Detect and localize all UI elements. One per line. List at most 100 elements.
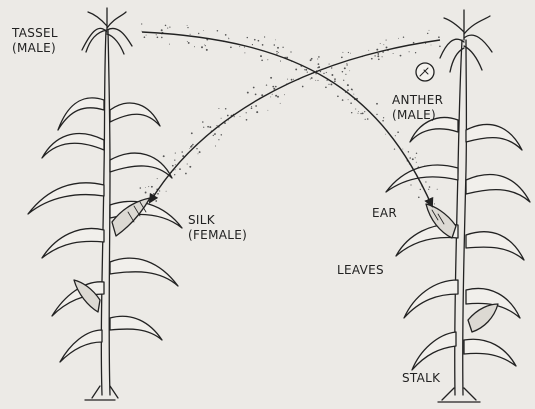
pollen-grain [344,67,346,69]
pollen-grain [330,83,332,85]
pollen-grain [199,151,201,153]
pollen-grain [272,86,274,88]
label-silk-line1: SILK [188,213,247,228]
pollen-grain [395,135,396,136]
pollen-grain [311,77,313,79]
pollen-grain [305,69,307,71]
pollen-grain [416,162,417,163]
pollen-grain [202,121,204,123]
pollen-grain [353,94,354,95]
pollen-grain [189,166,191,168]
pollen-grain [350,102,352,104]
pollen-grain [287,79,288,80]
pollen-grain [187,27,188,28]
pollen-grain [276,51,277,52]
pollen-grain [351,112,352,113]
pollen-grain [428,189,429,190]
pollen-grain [355,108,356,109]
pollen-grain [358,113,359,114]
pollen-grain [376,114,377,115]
label-silk: SILK (FEMALE) [188,213,247,243]
pollen-grain [206,49,208,51]
pollen-grain [326,80,327,81]
pollen-grain [400,55,402,57]
right-corn-plant [386,10,530,402]
pollen-grain [293,79,294,80]
label-anther-line1: ANTHER [392,93,443,108]
pollen-grain [402,149,403,150]
pollen-grain [413,42,415,44]
pollen-grain [161,37,163,39]
label-leaves: LEAVES [337,263,384,278]
pollen-grain [156,34,157,35]
pollen-grain [326,72,327,73]
pollen-grain [218,108,219,109]
pollen-grain [218,139,219,140]
pollen-grain [187,41,188,42]
pollen-grain [204,44,205,45]
pollen-grain [258,40,260,42]
pollen-grain [380,43,381,44]
pollen-grain [334,78,336,80]
pollen-grain [367,118,369,120]
pollen-grain [337,95,339,97]
pollen-grain [246,119,248,121]
pollen-grain [145,187,146,188]
pollen-grain [174,159,175,160]
pollen-grain [318,63,320,65]
pollen-grain [174,174,175,175]
pollen-grain [358,111,359,112]
label-stalk: STALK [402,371,440,386]
pollen-grain [141,31,142,32]
pollen-grain [181,151,183,153]
pollen-grain [165,25,167,27]
label-ear: EAR [372,206,397,221]
pollen-grain [270,96,271,97]
pollen-grain [215,145,216,146]
pollen-grain [275,39,276,40]
pollen-grain [360,113,361,114]
pollen-grain [247,37,248,38]
pollen-grain [409,51,410,52]
pollen-grain [247,92,249,94]
pollen-grain [280,61,281,62]
pollen-grain [274,44,276,46]
pollen-grain [347,84,349,86]
pollen-grain [198,153,199,154]
pollen-grain [148,186,149,187]
pollen-grain [261,94,263,96]
pollen-grain [376,49,378,51]
pollen-grain [311,58,313,60]
pollen-grain [203,30,204,31]
pollen-grain [434,203,435,204]
pollen-grain [429,186,431,188]
pollen-grain [334,80,336,82]
pollen-grain [190,146,192,148]
pollen-grain [415,52,416,53]
pollen-grain [317,80,318,81]
pollen-grain [261,59,263,61]
right-lower-ear [468,304,498,332]
pollen-grain [350,53,351,54]
pollen-grain [393,53,394,54]
pollen-grain [194,46,195,47]
pollen-grain [383,44,384,45]
pollen-grain [187,25,188,26]
pollen-grain [376,103,378,105]
pollen-grain [418,197,420,199]
pollen-grain [382,120,384,122]
pollen-grain [346,63,347,64]
pollen-grain [276,53,277,54]
pollen-grain [386,40,387,41]
pollen-grain [275,95,277,97]
pollen-grain [169,44,170,45]
pollen-grain [371,58,373,60]
pollen-grain [398,38,399,39]
pollen-grain [378,54,379,55]
pollen-grain [146,35,147,36]
pollen-grain [349,70,350,71]
pollen-grain [251,107,253,109]
pollen-grain [213,135,214,136]
pollen-grain [141,23,142,24]
